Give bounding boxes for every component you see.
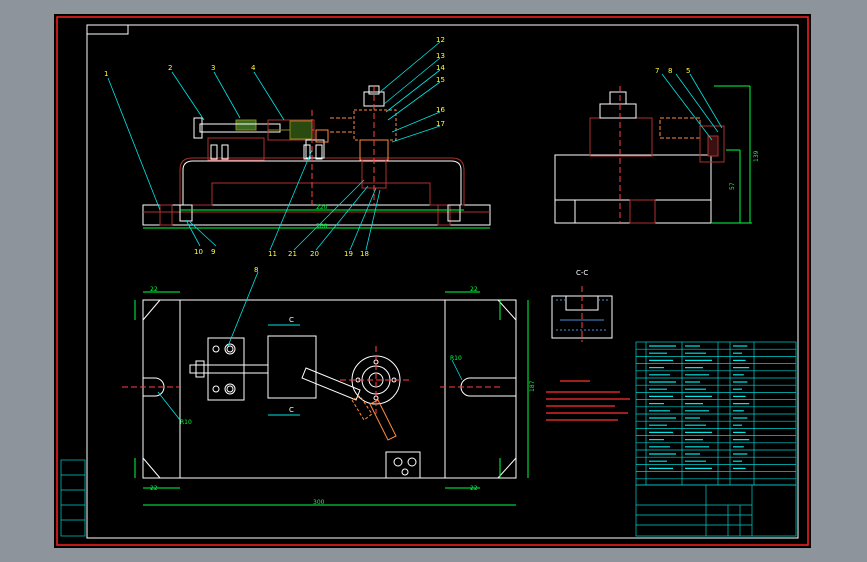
balloon-12: 12 xyxy=(436,36,445,44)
technical-notes xyxy=(546,380,630,421)
parts-list-entries xyxy=(649,345,750,469)
plan-corner-dim-tr: 22 xyxy=(470,286,478,293)
plan-jaw xyxy=(267,335,317,399)
plan-radius-right: R10 xyxy=(450,355,462,362)
front-overall-dim: 300 xyxy=(316,223,328,230)
front-inner-dim: 220 xyxy=(316,204,328,211)
balloon-18: 18 xyxy=(360,250,369,258)
balloon-3: 3 xyxy=(211,64,215,72)
balloon-4: 4 xyxy=(251,64,256,72)
balloon-7: 7 xyxy=(655,67,659,75)
plan-labels: 8 300 187 22 22 22 22 R10 R10 C C xyxy=(150,266,536,506)
plan-clamp-block xyxy=(207,337,245,401)
balloon-20: 20 xyxy=(310,250,319,258)
plan-corner-dim-bl: 22 xyxy=(150,485,158,492)
balloon-15: 15 xyxy=(436,76,445,84)
side-total-dim: 139 xyxy=(753,150,760,162)
side-labels: 7 8 5 57 139 xyxy=(655,67,760,190)
base-plate xyxy=(142,204,491,226)
section-mark-bottom: C xyxy=(289,406,294,414)
title-block xyxy=(635,484,797,537)
left-strip xyxy=(60,459,86,537)
plan-corner-dim-tl: 22 xyxy=(150,286,158,293)
balloon-9: 9 xyxy=(211,248,215,256)
balloon-21: 21 xyxy=(288,250,297,258)
section-view xyxy=(551,286,613,342)
section-mark-top: C xyxy=(289,316,294,324)
outer-border xyxy=(56,16,809,546)
balloon-13: 13 xyxy=(436,52,445,60)
clamp-block xyxy=(207,137,265,161)
balloon-1: 1 xyxy=(104,70,108,78)
plan-small-block xyxy=(385,451,421,479)
front-view xyxy=(142,85,491,229)
balloon-16: 16 xyxy=(436,106,445,114)
plan-height-dim: 187 xyxy=(529,380,536,392)
balloon-2: 2 xyxy=(168,64,172,72)
balloon-10: 10 xyxy=(194,248,203,256)
side-height-dim: 57 xyxy=(729,182,736,190)
top-left-marker xyxy=(87,25,129,35)
plan-leaders xyxy=(157,271,463,421)
balloon-8: 8 xyxy=(668,67,672,75)
front-balloons: 1 2 3 4 12 13 14 15 16 17 10 9 11 21 20 … xyxy=(104,36,445,258)
balloon-8-plan: 8 xyxy=(254,266,258,274)
plan-radius-left: R10 xyxy=(180,419,192,426)
plan-view xyxy=(122,291,529,506)
front-leaders xyxy=(107,41,441,251)
parts-list xyxy=(635,341,797,486)
balloon-17: 17 xyxy=(436,120,445,128)
side-leaders xyxy=(661,73,723,141)
screw-rod xyxy=(199,123,281,133)
plan-base xyxy=(142,299,517,479)
plan-corner-dim-br: 22 xyxy=(470,485,478,492)
balloon-5: 5 xyxy=(686,67,690,75)
side-view xyxy=(554,85,752,224)
balloon-11: 11 xyxy=(268,250,277,258)
plan-width-dim: 300 xyxy=(313,499,325,506)
balloon-19: 19 xyxy=(344,250,353,258)
inner-border xyxy=(86,24,799,539)
section-title: C-C xyxy=(576,269,588,277)
balloon-14: 14 xyxy=(436,64,445,72)
